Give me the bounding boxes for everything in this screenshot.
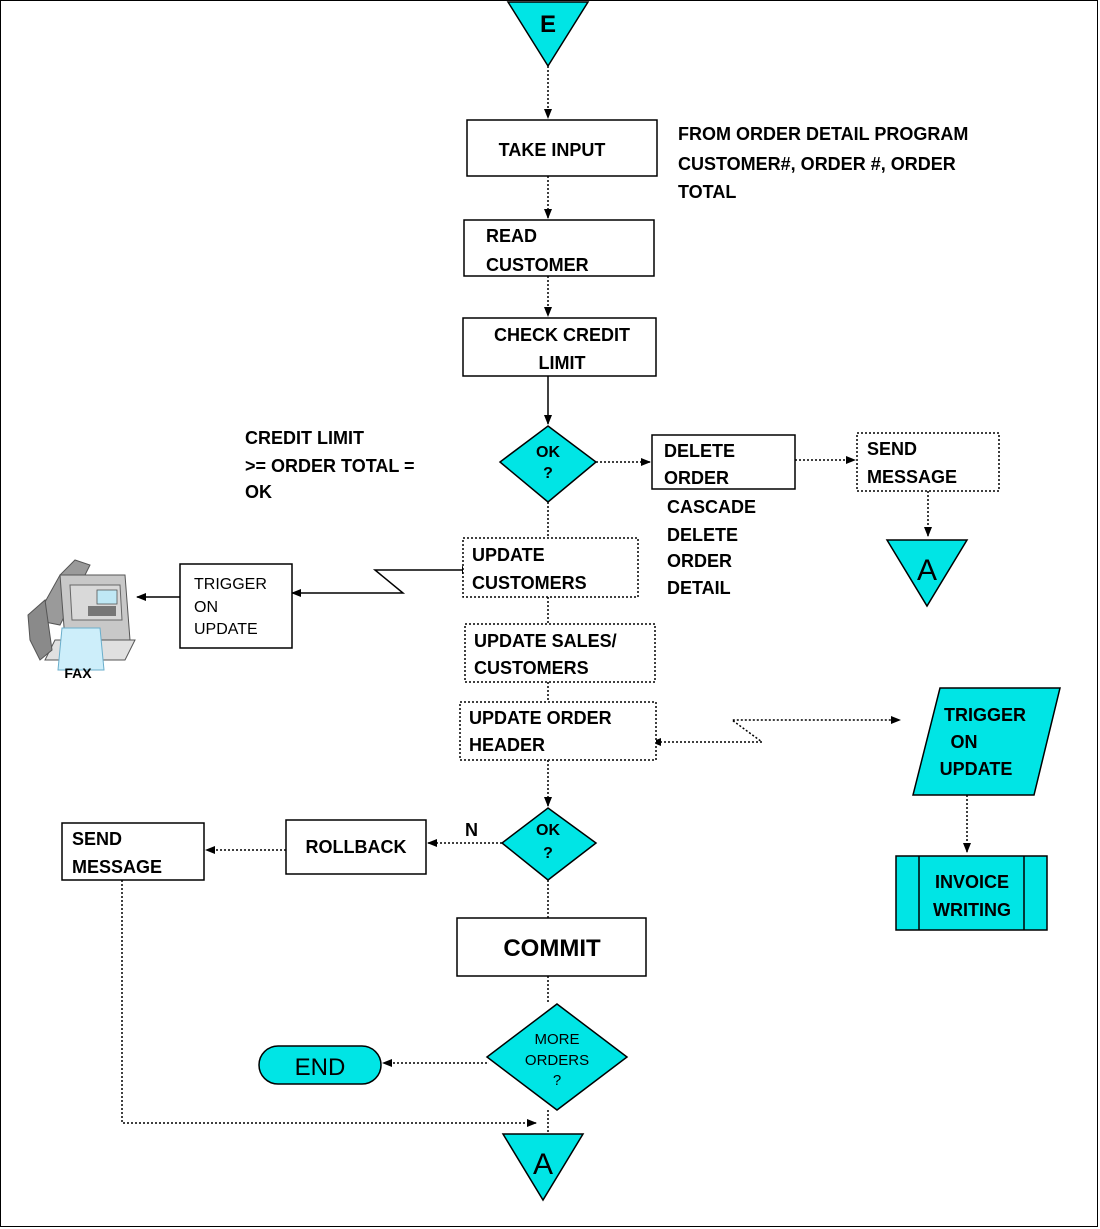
update-sales-line-2: CUSTOMERS: [474, 658, 589, 678]
credit-note-line-1: CREDIT LIMIT: [245, 428, 364, 448]
step-rollback: ROLLBACK: [285, 819, 427, 875]
cascade-note-line-3: ORDER: [667, 551, 732, 571]
connector-a-bottom: A: [501, 1133, 585, 1202]
more-orders-line-3: ?: [553, 1072, 561, 1089]
decision-more-orders: MORE ORDERS ?: [485, 1003, 629, 1111]
step-update-header: UPDATE ORDER HEADER: [459, 701, 657, 761]
trigger-fax-line-3: UPDATE: [194, 621, 258, 638]
end-label: END: [295, 1054, 346, 1081]
cascade-note: CASCADE DELETE ORDER DETAIL: [667, 497, 756, 598]
step-invoice-writing: INVOICE WRITING: [895, 855, 1048, 931]
update-header-line-2: HEADER: [469, 735, 545, 755]
decision-ok-2-line-1: OK: [536, 822, 560, 839]
decision-ok-2-line-2: ?: [543, 845, 553, 862]
check-credit-line-1: CHECK CREDIT: [494, 325, 630, 345]
step-check-credit: CHECK CREDIT LIMIT: [462, 317, 657, 377]
input-note-line-3: TOTAL: [678, 182, 736, 202]
check-credit-line-2: LIMIT: [539, 353, 586, 373]
decision-ok-1-line-1: OK: [536, 444, 560, 461]
step-trigger-fax: TRIGGER ON UPDATE: [179, 563, 293, 649]
send-message-left-line-2: MESSAGE: [72, 857, 162, 877]
trigger-invoice-line-2: ON: [951, 732, 978, 752]
step-send-message-right: SEND MESSAGE: [856, 432, 1000, 492]
invoice-writing-line-1: INVOICE: [935, 872, 1009, 892]
credit-note: CREDIT LIMIT >= ORDER TOTAL = OK: [245, 428, 415, 502]
trigger-invoice-line-3: UPDATE: [940, 759, 1013, 779]
step-take-input: TAKE INPUT: [466, 119, 658, 177]
connector-a-right: A: [885, 539, 969, 608]
rollback-label: ROLLBACK: [306, 837, 407, 857]
send-message-right-line-2: MESSAGE: [867, 467, 957, 487]
step-update-customers: UPDATE CUSTOMERS: [462, 537, 639, 598]
step-update-sales: UPDATE SALES/ CUSTOMERS: [464, 623, 656, 683]
delete-order-line-1: DELETE: [664, 441, 735, 461]
trigger-invoice-line-1: TRIGGER: [944, 705, 1026, 725]
credit-note-line-2: >= ORDER TOTAL =: [245, 456, 415, 476]
credit-note-line-3: OK: [245, 482, 272, 502]
step-read-customer: READ CUSTOMER: [463, 219, 655, 277]
connector-a-right-label: A: [917, 554, 937, 587]
cascade-note-line-4: DETAIL: [667, 578, 731, 598]
decision-ok-1: OK ?: [498, 425, 598, 503]
step-commit: COMMIT: [456, 917, 647, 977]
cascade-note-line-2: DELETE: [667, 525, 738, 545]
step-send-message-left: SEND MESSAGE: [61, 822, 205, 881]
step-trigger-invoice: TRIGGER ON UPDATE: [912, 687, 1061, 796]
send-message-left-line-1: SEND: [72, 829, 122, 849]
send-message-right-line-1: SEND: [867, 439, 917, 459]
connector-e: E: [506, 1, 590, 68]
input-note-line-2: CUSTOMER#, ORDER #, ORDER: [678, 154, 956, 174]
input-note-line-1: FROM ORDER DETAIL PROGRAM: [678, 124, 968, 144]
flow-lines: [121, 66, 971, 1132]
update-header-line-1: UPDATE ORDER: [469, 708, 612, 728]
decision-ok-1-line-2: ?: [543, 465, 553, 482]
fax-label: FAX: [64, 665, 92, 681]
update-sales-line-1: UPDATE SALES/: [474, 631, 617, 651]
no-branch-label: N: [465, 820, 478, 840]
step-delete-order: DELETE ORDER: [651, 434, 796, 490]
terminator-end: END: [258, 1045, 382, 1085]
more-orders-line-1: MORE: [535, 1031, 580, 1048]
trigger-fax-line-1: TRIGGER: [194, 576, 267, 593]
fax-machine-icon: FAX: [27, 559, 136, 681]
commit-label: COMMIT: [503, 935, 601, 962]
update-customers-line-2: CUSTOMERS: [472, 573, 587, 593]
cascade-note-line-1: CASCADE: [667, 497, 756, 517]
invoice-writing-line-2: WRITING: [933, 900, 1011, 920]
read-customer-line-2: CUSTOMER: [486, 255, 589, 275]
read-customer-line-1: READ: [486, 226, 537, 246]
more-orders-line-2: ORDERS: [525, 1052, 589, 1069]
connector-e-label: E: [540, 11, 556, 38]
delete-order-line-2: ORDER: [664, 468, 729, 488]
take-input-label: TAKE INPUT: [499, 140, 606, 160]
connector-a-bottom-label: A: [533, 1148, 553, 1181]
input-note: FROM ORDER DETAIL PROGRAM CUSTOMER#, ORD…: [678, 124, 968, 202]
trigger-fax-line-2: ON: [194, 599, 218, 616]
decision-ok-2: OK ?: [500, 807, 598, 881]
update-customers-line-1: UPDATE: [472, 545, 545, 565]
